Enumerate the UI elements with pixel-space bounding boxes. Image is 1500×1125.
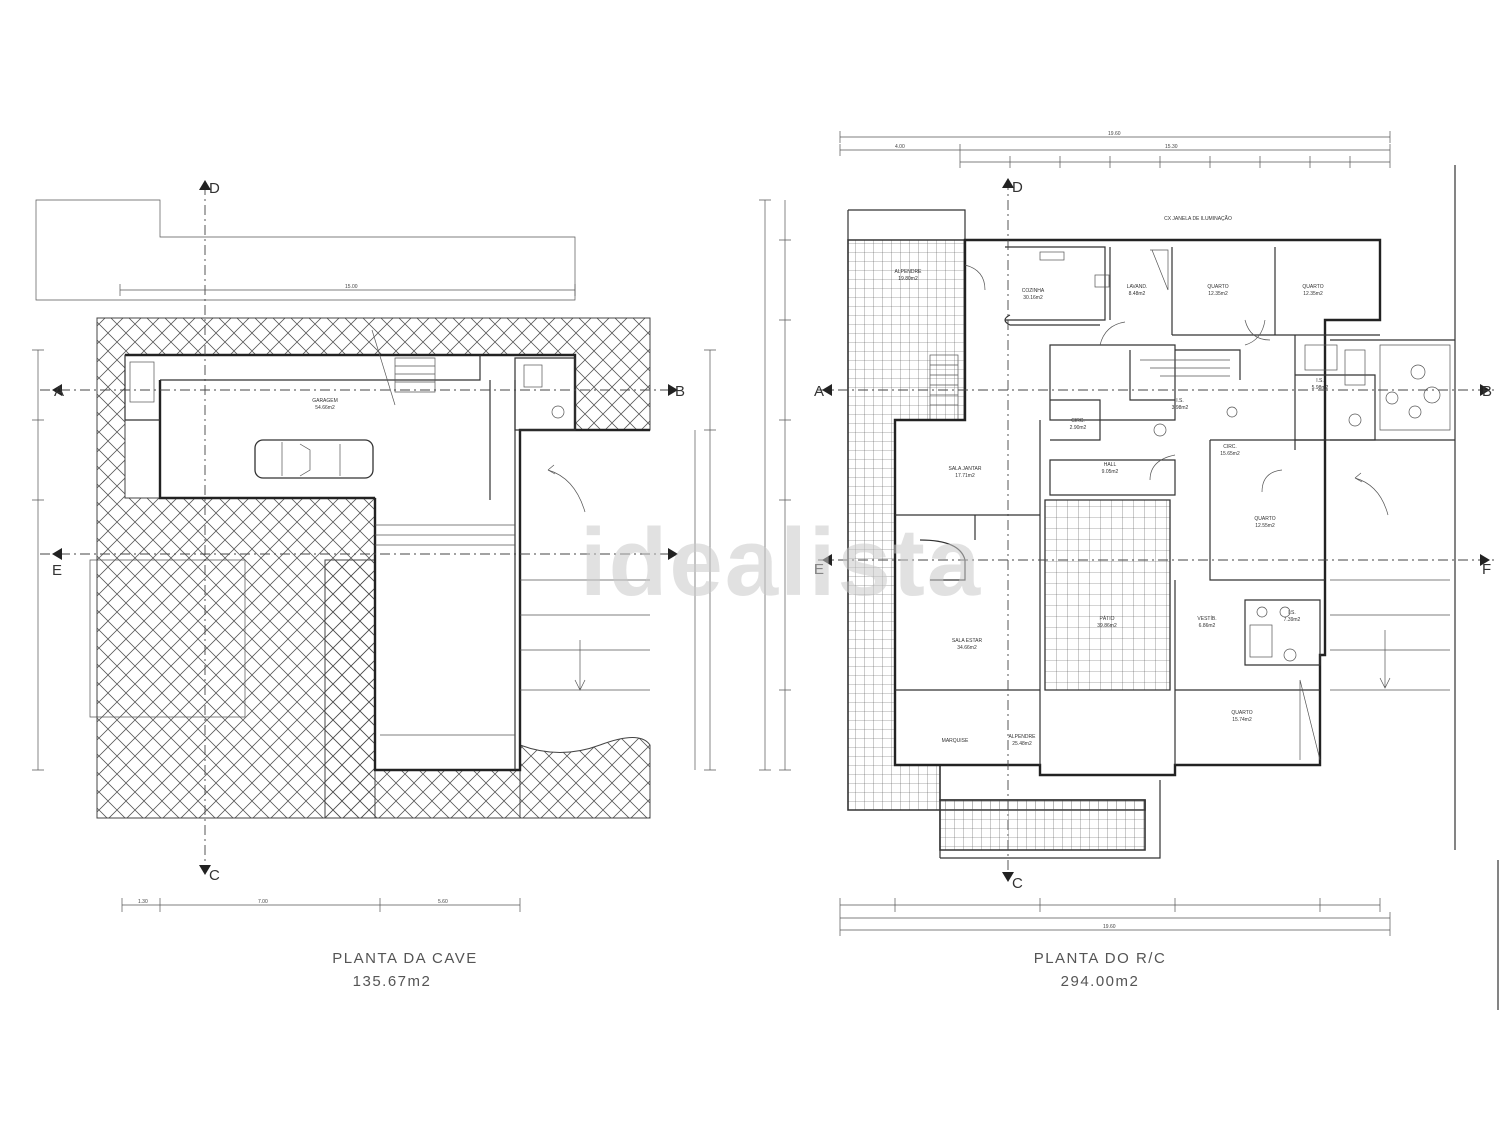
rc-area: 294.00m2: [1061, 973, 1140, 990]
room-name: I.S.: [1316, 378, 1324, 384]
room-name: HALL: [1104, 462, 1117, 468]
rc-plan: [759, 131, 1499, 1010]
cave-axes: A B E D C: [52, 180, 685, 884]
dim-label: 4.00: [895, 144, 905, 150]
room-area: 39.86m2: [1097, 623, 1117, 629]
rc-axes: A B E F D C: [814, 178, 1492, 892]
room-name: I.S.: [1288, 610, 1296, 616]
axis-c-label: C: [1012, 875, 1023, 892]
room-name: QUARTO: [1231, 710, 1252, 716]
axis-e-label: E: [814, 561, 824, 578]
watermark-logo: idealista: [580, 509, 982, 616]
window-note: CX JANELA DE ILUMINAÇÃO: [1164, 215, 1232, 222]
plant-icon: [1385, 364, 1441, 419]
room-name: GARAGEM: [312, 398, 338, 404]
axis-d-label: D: [1012, 179, 1023, 196]
axis-a-label: A: [54, 383, 64, 400]
room-name: QUARTO: [1254, 516, 1275, 522]
room-area: 17.71m2: [955, 473, 975, 479]
room-area: 15.65m2: [1220, 451, 1240, 457]
room-name: MARQUISE: [942, 738, 969, 744]
axis-b-label: B: [1482, 383, 1492, 400]
dim-label: 7.00: [258, 899, 268, 905]
room-name: CIRC.: [1071, 418, 1085, 424]
cave-plan: [32, 185, 716, 912]
axis-c-label: C: [209, 867, 220, 884]
room-name: PÁTIO: [1099, 615, 1114, 622]
room-area: 34.66m2: [957, 645, 977, 651]
axis-a-label: A: [814, 383, 824, 400]
dim-label: 19.60: [1103, 924, 1116, 930]
room-area: 7.39m2: [1284, 617, 1301, 623]
room-name: SALA ESTAR: [952, 638, 983, 644]
room-name: QUARTO: [1207, 284, 1228, 290]
room-area: 9.05m2: [1102, 469, 1119, 475]
dim-label: 19.60: [1108, 131, 1121, 137]
room-area: 25.48m2: [1012, 741, 1032, 747]
room-area: 8.48m2: [1129, 291, 1146, 297]
room-name: ALPENDRE: [895, 269, 923, 275]
rc-title: PLANTA DO R/C: [1034, 950, 1167, 967]
room-area: 15.74m2: [1232, 717, 1252, 723]
axis-f-label: F: [1482, 561, 1491, 578]
room-area: 5.98m2: [1312, 385, 1329, 391]
room-name: I.S.: [1176, 398, 1184, 404]
car-icon: [254, 439, 374, 479]
room-name: CIRC.: [1223, 444, 1237, 450]
cave-area: 135.67m2: [353, 973, 432, 990]
room-name: QUARTO: [1302, 284, 1323, 290]
room-area: 2.90m2: [1070, 425, 1087, 431]
axis-d-label: D: [209, 180, 220, 197]
room-area: 3.98m2: [1172, 405, 1189, 411]
room-area: 30.16m2: [1023, 295, 1043, 301]
room-name: LAVAND.: [1127, 284, 1148, 290]
axis-b-label: B: [675, 383, 685, 400]
rc-room-labels: CX JANELA DE ILUMINAÇÃO ALPENDRE 19.80m2…: [895, 215, 1329, 747]
axis-e-label: E: [52, 562, 62, 579]
room-area: 54.66m2: [315, 405, 335, 411]
room-name: ALPENDRE: [1009, 734, 1037, 740]
room-name: VESTÍB.: [1197, 615, 1216, 622]
dim-label: 15.30: [1165, 144, 1178, 150]
dim-label: 5.60: [438, 899, 448, 905]
dim-label: 1.30: [138, 899, 148, 905]
cave-title: PLANTA DA CAVE: [332, 950, 478, 967]
room-area: 12.55m2: [1255, 523, 1275, 529]
room-area: 6.86m2: [1199, 623, 1216, 629]
room-area: 12.35m2: [1208, 291, 1228, 297]
room-name: COZINHA: [1022, 288, 1045, 294]
dim-label: 15.00: [345, 284, 358, 290]
room-name: SALA JANTAR: [949, 466, 982, 472]
room-area: 12.35m2: [1303, 291, 1323, 297]
room-area: 19.80m2: [898, 276, 918, 282]
